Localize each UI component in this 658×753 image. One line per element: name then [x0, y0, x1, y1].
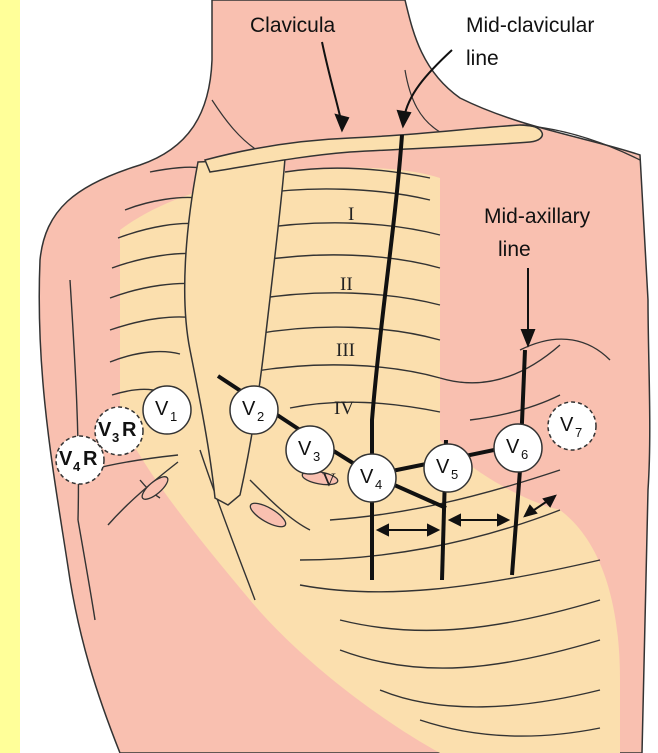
rib-label-V: V [322, 470, 336, 491]
electrode-v4r-sub: 4 [73, 459, 81, 474]
electrode-v3r-suffix: R [122, 419, 137, 441]
electrode-v3-main: V [298, 438, 312, 460]
rib-label-I: I [348, 204, 354, 225]
electrode-v6-sub: 6 [521, 447, 528, 462]
electrode-v1-main: V [155, 398, 169, 420]
electrode-v6-main: V [506, 436, 520, 458]
electrode-v4r-main: V [59, 448, 73, 470]
electrode-v4-sub: 4 [375, 477, 382, 492]
electrode-v4r-suffix: R [83, 448, 98, 470]
electrode-v5-main: V [436, 456, 450, 478]
electrode-v2-main: V [242, 398, 256, 420]
electrode-v4: V 4 [348, 454, 396, 502]
rib-label-III: III [336, 340, 355, 361]
electrode-v3r-main: V [98, 419, 112, 441]
rib-label-II: II [340, 274, 353, 295]
electrode-v1: V 1 [143, 386, 191, 434]
label-mid-axillary-2: line [498, 238, 531, 261]
electrode-v5: V 5 [424, 444, 472, 492]
label-mid-clavicular-1: Mid-clavicular [466, 14, 594, 37]
electrode-v2-sub: 2 [257, 409, 264, 424]
label-clavicula: Clavicula [250, 14, 336, 37]
electrode-v2: V 2 [230, 386, 278, 434]
electrode-v7-sub: 7 [575, 425, 582, 440]
electrode-v4-main: V [360, 466, 374, 488]
electrode-v7: V 7 [548, 402, 596, 450]
electrode-v5-sub: 5 [451, 467, 458, 482]
electrode-v3r: V 3 R [95, 407, 143, 455]
electrode-v3r-sub: 3 [112, 430, 119, 445]
electrode-v3-sub: 3 [313, 449, 320, 464]
electrode-v1-sub: 1 [170, 409, 177, 424]
electrode-v4r: V 4 R [56, 436, 104, 484]
rib-label-IV: IV [334, 398, 354, 419]
electrode-v6: V 6 [494, 424, 542, 472]
electrode-v3: V 3 [286, 426, 334, 474]
electrode-v7-main: V [560, 414, 574, 436]
label-mid-clavicular-2: line [466, 47, 499, 70]
label-mid-axillary-1: Mid-axillary [484, 205, 591, 228]
